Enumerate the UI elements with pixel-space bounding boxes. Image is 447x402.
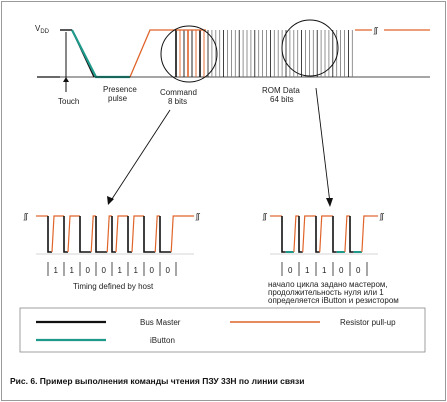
bit-slot-pullup [361, 215, 367, 253]
rom-bit-lines [207, 30, 353, 77]
bit-slot-pullup [51, 215, 64, 253]
rom-waveform [270, 215, 378, 255]
legend-bus-master: Bus Master [140, 318, 181, 327]
legend-box [19, 307, 426, 353]
bit-value: 0 [102, 266, 107, 275]
bit-slot-master [281, 216, 286, 253]
command-detail: ʃʃ ʃʃ 1 1 0 0 1 1 0 0 Timing defined by host [23, 212, 201, 291]
zoom-circle-command [160, 25, 218, 83]
legend: Bus Master Resistor pull-up iButton [19, 307, 426, 353]
bit-slot-pullup [154, 215, 160, 253]
figure-caption: Рис. 6. Пример выполнения команды чтения… [10, 376, 304, 386]
bit-value: 0 [356, 266, 361, 275]
note-line-1: начало цикла задано мастером, [268, 280, 388, 289]
bit-slot-master [349, 216, 354, 253]
command-waveform [36, 215, 194, 255]
bit-slot-pullup [131, 215, 144, 253]
bit-value: 1 [322, 266, 327, 275]
legend-ibutton: iButton [150, 336, 175, 345]
bit-slot-master [127, 216, 132, 253]
bit-slot-master [95, 216, 108, 253]
bit-slot-pullup [344, 215, 350, 253]
timing-label: Timing defined by host [73, 282, 154, 291]
command-bits: 1 1 0 0 1 1 0 0 [47, 262, 177, 276]
bit-slot-master [79, 216, 92, 253]
bit-value: 0 [166, 266, 171, 275]
bit-slot-pullup [106, 215, 112, 253]
legend-resistor: Resistor pull-up [340, 318, 396, 327]
bit-slot-master [63, 216, 68, 253]
rom-label-2: 64 bits [270, 95, 294, 104]
bit-slot-master [298, 216, 303, 253]
note-line-3: определяется iButton и резистором [268, 296, 399, 305]
bit-slot-master [315, 216, 320, 253]
bit-slot-pullup [115, 215, 128, 253]
bit-value: 1 [134, 266, 139, 275]
rom-bits: 0 1 1 0 0 [281, 262, 368, 276]
presence-label-2: pulse [108, 94, 128, 103]
top-waveform: VDD ʃʃ Touch Presence pulse Command 8 [35, 19, 430, 207]
break-mark-right-start: ʃʃ [262, 212, 268, 221]
bit-slot-pullup [67, 215, 80, 253]
bit-slot-master [47, 216, 52, 253]
bit-slot-pullup [319, 215, 333, 253]
bit-slot-pullup [293, 215, 299, 253]
command-bit-lines [175, 30, 205, 77]
note-line-2: продолжительность нуля или 1 [268, 288, 384, 297]
bit-slot-master [111, 216, 116, 253]
bit-value: 1 [54, 266, 59, 275]
arrow-rom [315, 87, 331, 204]
bit-value: 1 [70, 266, 75, 275]
zoom-circle-rom [281, 19, 339, 77]
bit-value: 0 [339, 266, 344, 275]
arrow-command [109, 109, 171, 203]
rom-detail: ʃʃ ʃʃ 0 1 1 0 0 начало цикла задано мастером… [262, 212, 399, 305]
break-mark-right-end: ʃʃ [379, 212, 385, 221]
break-mark-left-start: ʃʃ [23, 212, 29, 221]
presence-label-1: Presence [103, 85, 137, 94]
bit-slot-master [159, 216, 172, 253]
bit-value: 1 [118, 266, 123, 275]
break-mark-top: ʃʃ [373, 26, 379, 35]
bit-slot-pullup [302, 215, 316, 253]
break-mark-left-end: ʃʃ [195, 212, 201, 221]
bit-value: 0 [150, 266, 155, 275]
command-label-2: 8 bits [168, 97, 187, 106]
bit-value: 1 [305, 266, 310, 275]
rom-label-1: ROM Data [262, 86, 300, 95]
command-label-1: Command [160, 88, 197, 97]
touch-label: Touch [58, 97, 79, 106]
bit-slot-pullup [170, 215, 176, 253]
bit-slot-pullup [90, 215, 96, 253]
bit-slot-master [332, 216, 337, 253]
presence-trace [71, 29, 130, 79]
bit-value: 0 [288, 266, 293, 275]
vdd-label: VDD [35, 24, 50, 35]
bit-value: 0 [86, 266, 91, 275]
bit-slot-master [143, 216, 156, 253]
